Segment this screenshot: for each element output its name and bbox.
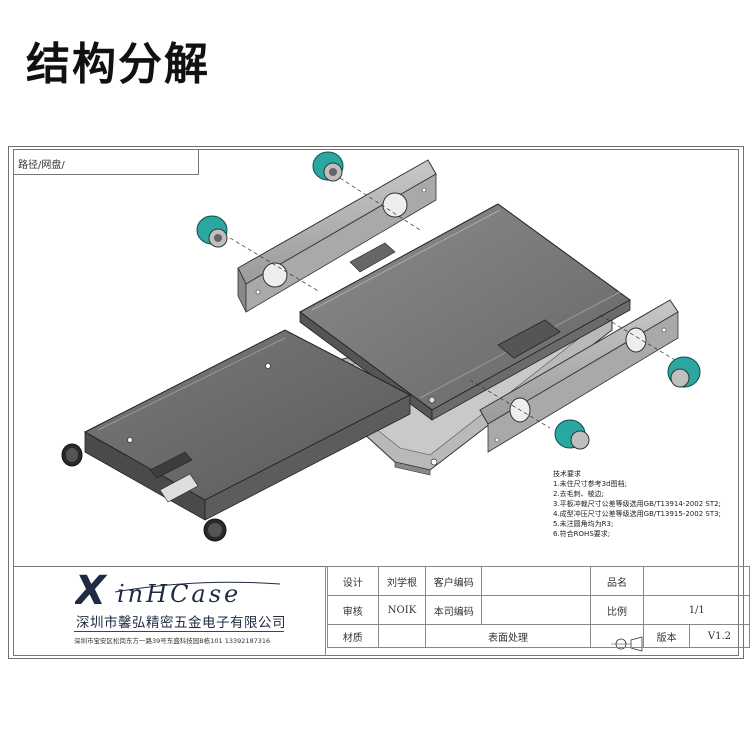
scale-value: 1/1 [643,595,750,625]
drawing-frame [13,149,739,656]
drive-cage-bracket [299,203,631,421]
company-code-value [481,595,591,625]
logo-text: inHCase [117,580,241,608]
company-name: 深圳市馨弘精密五金电子有限公司 [76,615,286,631]
technical-note-item: 4.成型冲压尺寸公差等级选用GB/T13915-2002 ST3; [553,510,721,518]
logo-x-letter: X [75,570,108,610]
version-label: 版本 [643,624,690,648]
technical-note-item: 1.未住尺寸参考3d图档; [553,480,627,488]
thumb-screw-left [61,443,83,467]
customer-code-label: 客户编码 [425,566,483,596]
company-address: 深圳市宝安区松岗东方一路39号东盛科技园B栋101 13392187316 [74,637,271,645]
title-block-table: 设计 刘学根 客户编码 品名 审核 NOIK 本司编码 比例 1/1 材质 表面… [327,566,750,648]
drive-tray [61,329,412,542]
left-side-rail [237,159,437,313]
teal-screw-right [667,356,701,388]
surface-label-text: 表面处理 [488,632,528,644]
company-logo: X inHCase [75,570,281,610]
technical-note-item: 6.符合ROHS要求; [553,530,611,538]
technical-note-item: 3.平板冲裁尺寸公差等级选用GB/T13914-2002 ST2; [553,500,721,508]
part-name-value [643,566,750,596]
teal-screw-top [312,151,344,182]
technical-note-item: 5.未注圆角均为R3; [553,520,614,528]
technical-note-item: 2.去毛刺、棱边; [553,490,605,498]
designer-value: 刘学根 [377,566,427,596]
material-label: 材质 [327,624,379,648]
path-label: 路径/网盘/ [13,149,199,175]
surface-label: 表面处理 [425,624,591,648]
thumb-screw-right [203,518,227,542]
address-rule [74,631,284,632]
version-value: V1.2 [688,624,750,648]
teal-screw-left [196,215,228,248]
technical-notes-title: 技术要求 [553,470,581,478]
design-label: 设计 [327,566,379,596]
review-label: 审核 [327,595,379,625]
projection-symbol-cell [589,624,645,648]
company-code-label: 本司编码 [425,595,483,625]
drawing-sheet-border [8,146,744,659]
part-name-label: 品名 [589,566,645,596]
title-block-divider [325,566,326,656]
reviewer-value: NOIK [377,595,427,625]
technical-notes: 技术要求 1.未住尺寸参考3d图档; 2.去毛刺、棱边; 3.平板冲裁尺寸公差等… [553,469,721,539]
page-heading: 结构分解 [26,39,210,90]
teal-screw-bottom [554,419,590,450]
material-value [377,624,427,648]
customer-code-value [481,566,591,596]
scale-label: 比例 [589,595,645,625]
assembly-guide-lines [229,177,676,429]
